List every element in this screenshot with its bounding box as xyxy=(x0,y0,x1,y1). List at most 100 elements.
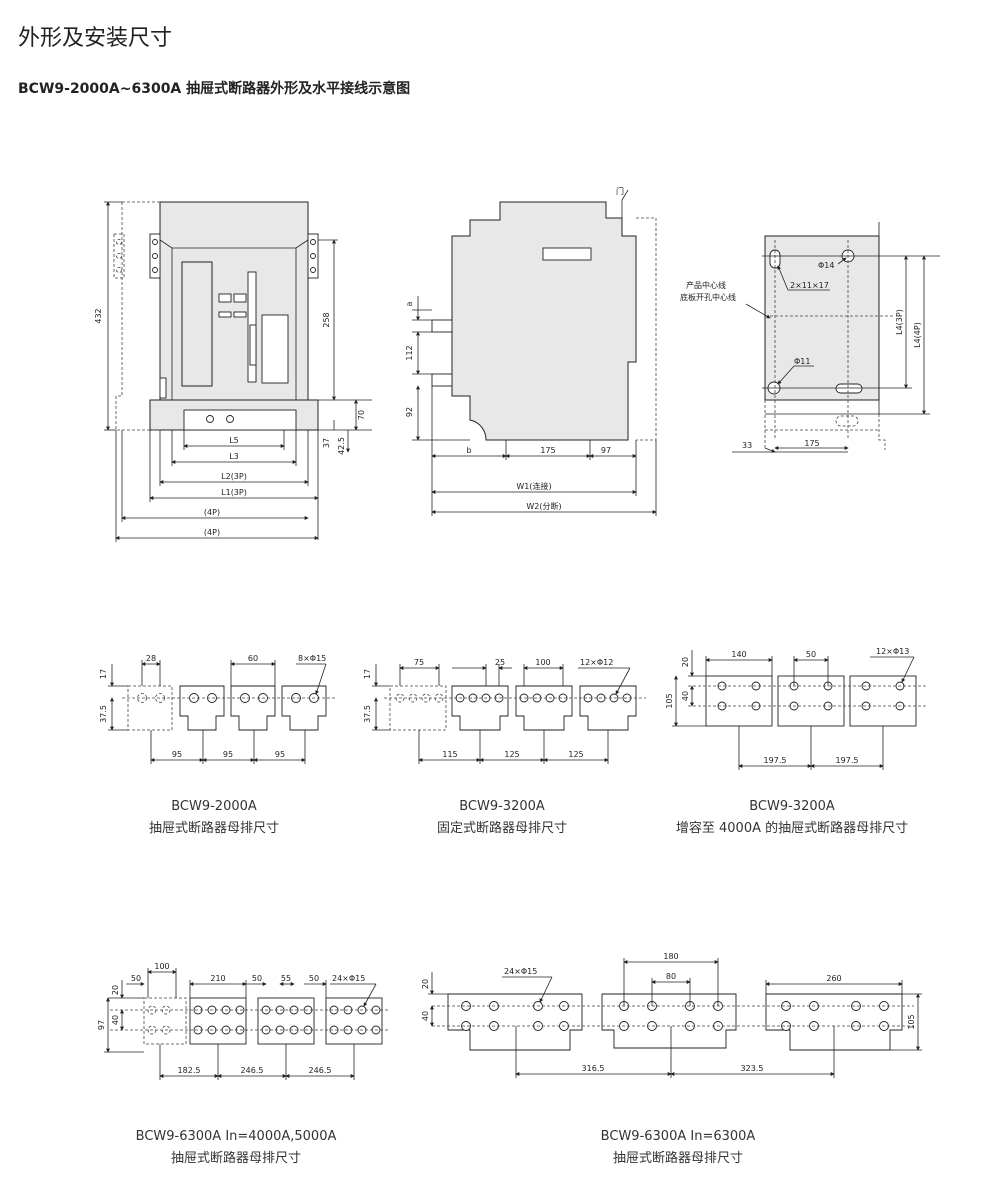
dim-side-175: 175 xyxy=(540,446,555,455)
dim-pitch-1: 115 xyxy=(442,750,457,759)
dim-pitch-1: 182.5 xyxy=(178,1066,201,1075)
dim-70: 70 xyxy=(357,410,366,420)
dim-pitch-3: 125 xyxy=(568,750,583,759)
dim-W2: W2(分断) xyxy=(526,501,561,511)
dim-L1: L1(3P) xyxy=(221,488,247,497)
dim-97: 97 xyxy=(601,446,611,455)
base-plate xyxy=(764,235,880,401)
section-subtitle: BCW9-2000A~6300A 抽屉式断路器外形及水平接线示意图 xyxy=(18,81,411,97)
dim-40: 40 xyxy=(681,691,690,701)
dim-L4-4p: L4(4P) xyxy=(913,322,922,348)
dim-40: 40 xyxy=(111,1015,120,1025)
dim-112: 112 xyxy=(405,345,414,360)
dim-pitch-1: 95 xyxy=(172,750,182,759)
dim-20: 20 xyxy=(111,985,120,995)
dim-20: 20 xyxy=(421,979,430,989)
dim-105: 105 xyxy=(665,693,674,708)
label-phi11: Φ11 xyxy=(794,357,810,366)
caption-bus5-model: BCW9-6300A In=6300A xyxy=(600,1129,756,1144)
holes-8-phi15: 8×Φ15 xyxy=(298,654,326,663)
dim-210: 210 xyxy=(210,974,225,983)
dim-260: 260 xyxy=(826,974,841,983)
dim-pitch-2: 197.5 xyxy=(836,756,859,765)
dim-180: 180 xyxy=(663,952,678,961)
label-panel-center: 底板开孔中心线 xyxy=(680,292,736,302)
caption-bus2: BCW9-3200A 固定式断路器母排尺寸 xyxy=(342,796,662,840)
dim-50-c: 50 xyxy=(309,974,319,983)
dim-pitch-2: 246.5 xyxy=(241,1066,264,1075)
dim-33: 33 xyxy=(742,441,752,450)
dim-80: 80 xyxy=(666,972,676,981)
dim-17: 17 xyxy=(99,669,108,679)
dim-20: 20 xyxy=(681,657,690,667)
dim-75: 75 xyxy=(414,658,424,667)
dim-50-a: 50 xyxy=(131,974,141,983)
dim-42-5: 42.5 xyxy=(337,437,346,455)
dim-140: 140 xyxy=(731,650,746,659)
caption-bus3-model: BCW9-3200A xyxy=(749,799,835,814)
dim-L4-3p: L4(3P) xyxy=(895,309,904,335)
label-slot: 2×11×17 xyxy=(790,281,829,290)
caption-bus5: BCW9-6300A In=6300A 抽屉式断路器母排尺寸 xyxy=(518,1126,838,1170)
busbar-3200a-4000a: 140 50 12×Φ13 20 40 105 197.5 197.5 xyxy=(665,647,926,770)
dim-50-b: 50 xyxy=(252,974,262,983)
holes-24-phi15: 24×Φ15 xyxy=(332,974,365,983)
dim-pitch-2: 95 xyxy=(223,750,233,759)
caption-bus2-model: BCW9-3200A xyxy=(459,799,545,814)
door-label: 门 xyxy=(616,186,624,196)
dim-258: 258 xyxy=(322,312,331,327)
holes-12-phi13: 12×Φ13 xyxy=(876,647,909,656)
caption-bus3: BCW9-3200A 增容至 4000A 的抽屉式断路器母排尺寸 xyxy=(632,796,952,840)
caption-bus1-desc: 抽屉式断路器母排尺寸 xyxy=(148,821,279,836)
dim-pitch-3: 95 xyxy=(275,750,285,759)
dim-50: 50 xyxy=(806,650,816,659)
dim-base-175: 175 xyxy=(804,439,819,448)
dim-L5: L5 xyxy=(229,436,239,445)
holes-12-phi12: 12×Φ12 xyxy=(580,658,613,667)
busbar-2000a: 28 60 8×Φ15 17 37.5 95 95 95 xyxy=(99,654,336,764)
dim-L3: L3 xyxy=(229,452,239,461)
dim-17: 17 xyxy=(363,669,372,679)
dim-100: 100 xyxy=(535,658,550,667)
dim-L2: L2(3P) xyxy=(221,472,247,481)
side-view: 门 a 112 92 b 175 97 W1(连接) W2(分断) xyxy=(405,186,657,516)
dim-28: 28 xyxy=(146,654,156,663)
dim-4p-b: (4P) xyxy=(204,528,220,537)
dim-37-5: 37.5 xyxy=(363,705,372,723)
dim-pitch-1: 316.5 xyxy=(582,1064,605,1073)
caption-bus5-desc: 抽屉式断路器母排尺寸 xyxy=(612,1151,743,1166)
dim-W1: W1(连接) xyxy=(516,481,551,491)
dim-97: 97 xyxy=(97,1020,106,1030)
caption-bus3-desc: 增容至 4000A 的抽屉式断路器母排尺寸 xyxy=(675,821,909,836)
dim-b: b xyxy=(466,446,471,455)
dim-432: 432 xyxy=(94,308,103,323)
caption-bus1-model: BCW9-2000A xyxy=(171,799,257,814)
dim-60: 60 xyxy=(248,654,258,663)
dim-25: 25 xyxy=(495,658,505,667)
dim-4p-a: (4P) xyxy=(204,508,220,517)
dim-a: a xyxy=(405,301,414,306)
dim-pitch-1: 197.5 xyxy=(764,756,787,765)
busbar-6300a-4000-5000: 100 50 210 50 55 50 24×Φ15 20 40 97 182.… xyxy=(97,962,390,1080)
dim-37: 37 xyxy=(322,438,331,448)
caption-bus4-desc: 抽屉式断路器母排尺寸 xyxy=(170,1151,301,1166)
caption-bus1: BCW9-2000A 抽屉式断路器母排尺寸 xyxy=(54,796,374,840)
caption-bus2-desc: 固定式断路器母排尺寸 xyxy=(436,821,567,836)
dim-105: 105 xyxy=(907,1014,916,1029)
caption-bus4: BCW9-6300A In=4000A,5000A 抽屉式断路器母排尺寸 xyxy=(76,1126,396,1170)
dim-40: 40 xyxy=(421,1011,430,1021)
caption-bus4-model: BCW9-6300A In=4000A,5000A xyxy=(135,1129,337,1144)
label-product-center: 产品中心线 xyxy=(686,280,726,290)
dim-pitch-2: 323.5 xyxy=(741,1064,764,1073)
busbar-3200a-fixed: 75 25 100 12×Φ12 17 37.5 115 125 125 xyxy=(363,658,646,764)
dim-55: 55 xyxy=(281,974,291,983)
dim-37-5: 37.5 xyxy=(99,705,108,723)
holes-24-phi15: 24×Φ15 xyxy=(504,967,537,976)
dim-92: 92 xyxy=(405,407,414,417)
front-view: 432 258 70 37 42.5 L5 L3 L2(3P) L1(3P) (… xyxy=(94,201,372,542)
dim-pitch-2: 125 xyxy=(504,750,519,759)
breaker-side-body xyxy=(451,201,637,441)
busbar-6300a-6300: 24×Φ15 180 80 260 20 40 105 316.5 323.5 xyxy=(421,952,922,1078)
dim-100: 100 xyxy=(154,962,169,971)
